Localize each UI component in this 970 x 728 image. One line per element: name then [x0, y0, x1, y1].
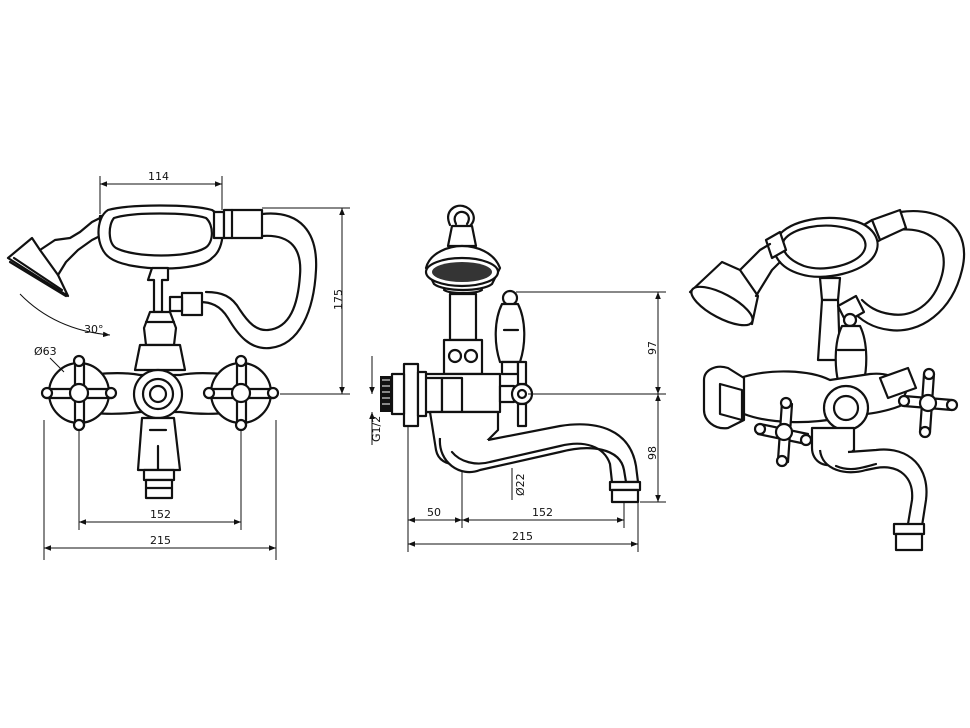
dim-175: 175	[332, 289, 345, 310]
dim-thread: G1/2	[370, 416, 383, 442]
perspective-left-handle	[753, 396, 813, 468]
dim-152-front: 152	[150, 508, 171, 521]
dim-114: 114	[148, 170, 169, 183]
perspective-shower-head	[688, 242, 782, 327]
dim-152-side: 152	[532, 506, 553, 519]
side-dimensions: 97 98 G1/2 Ø22 50 152 215	[369, 291, 666, 552]
dim-diameter: Ø63	[34, 345, 57, 358]
perspective-spout	[810, 426, 928, 552]
front-right-handle	[202, 354, 280, 432]
front-shower-head	[6, 216, 102, 298]
front-dimensions: 114 175 30° 152 215 Ø63	[19, 170, 350, 560]
perspective-view	[688, 208, 966, 552]
front-handshower-body	[97, 204, 264, 270]
side-shower-head	[424, 244, 502, 295]
front-hose	[198, 212, 318, 350]
side-lever-handle	[494, 289, 526, 376]
dim-50: 50	[427, 506, 441, 519]
dim-215-side: 215	[512, 530, 533, 543]
dim-spout-diameter: Ø22	[514, 473, 527, 496]
dim-98: 98	[646, 446, 659, 460]
side-spout	[428, 410, 642, 504]
side-view: 97 98 G1/2 Ø22 50 152 215	[369, 204, 666, 552]
dim-angle: 30°	[84, 323, 104, 336]
dim-215-front: 215	[150, 534, 171, 547]
perspective-right-handle	[878, 366, 959, 439]
front-view: 114 175 30° 152 215 Ø63	[6, 170, 350, 560]
dim-97: 97	[646, 341, 659, 355]
front-left-handle	[40, 354, 118, 432]
